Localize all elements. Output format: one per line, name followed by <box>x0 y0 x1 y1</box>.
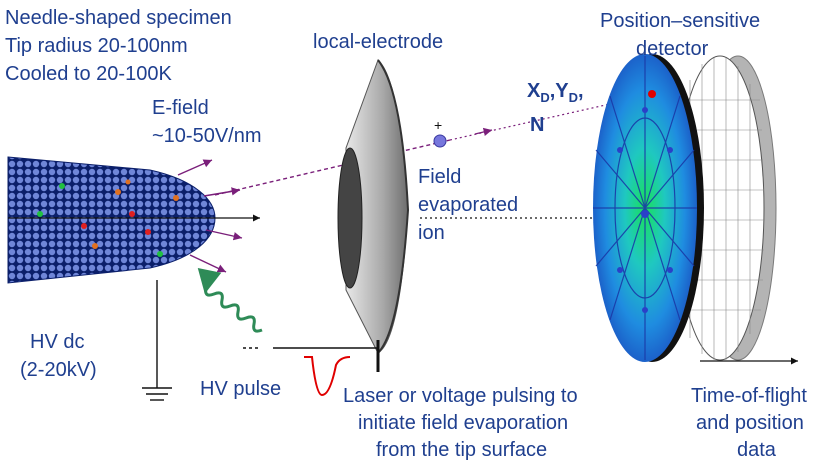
yd-label: Y <box>555 80 569 102</box>
ion-ball <box>433 134 447 148</box>
pulse-wiring <box>243 340 380 372</box>
ion-label-2: evaporated <box>418 194 519 216</box>
local-electrode <box>337 59 410 354</box>
efield-label-1: E-field <box>152 97 209 119</box>
ion-label-3: ion <box>418 222 445 244</box>
specimen-label-1: Needle-shaped specimen <box>5 7 232 29</box>
ion-label-1: Field <box>418 166 462 188</box>
position-sensitive-detector <box>593 54 777 362</box>
laser-wave-icon <box>197 267 263 333</box>
detector-label-2: detector <box>636 38 709 60</box>
hvdc-label-2: (2-20kV) <box>20 359 97 381</box>
laser-label-1: Laser or voltage pulsing to <box>343 385 578 407</box>
detector-label-1: Position–sensitive <box>600 10 761 32</box>
xd-yd-label: XD,YD, <box>527 80 584 105</box>
pulse-waveform-icon <box>304 356 351 397</box>
ion-charge: + <box>434 117 443 133</box>
n-label: N <box>530 114 545 136</box>
laser-label-3: from the tip surface <box>376 439 548 461</box>
specimen-solute-atoms <box>37 179 179 257</box>
tof-label-1: Time-of-flight <box>691 385 807 407</box>
ground-symbol <box>142 280 172 401</box>
detector-hit <box>648 90 656 98</box>
hv-pulse-label: HV pulse <box>200 378 282 400</box>
efield-label-2: ~10-50V/nm <box>152 125 262 147</box>
specimen-needle <box>7 156 216 284</box>
ion-trajectory <box>214 139 451 196</box>
specimen-label-2: Tip radius 20-100nm <box>5 35 188 57</box>
xd-label: X <box>527 80 541 102</box>
tof-label-2: and position <box>696 412 804 434</box>
electrode-label: local-electrode <box>313 31 444 53</box>
specimen-label-3: Cooled to 20-100K <box>5 63 172 85</box>
hvdc-label-1: HV dc <box>30 331 85 353</box>
xd-sub: D <box>540 90 550 105</box>
tof-label-3: data <box>737 439 776 461</box>
laser-label-2: initiate field evaporation <box>358 412 569 434</box>
yd-sub: D <box>568 90 579 105</box>
